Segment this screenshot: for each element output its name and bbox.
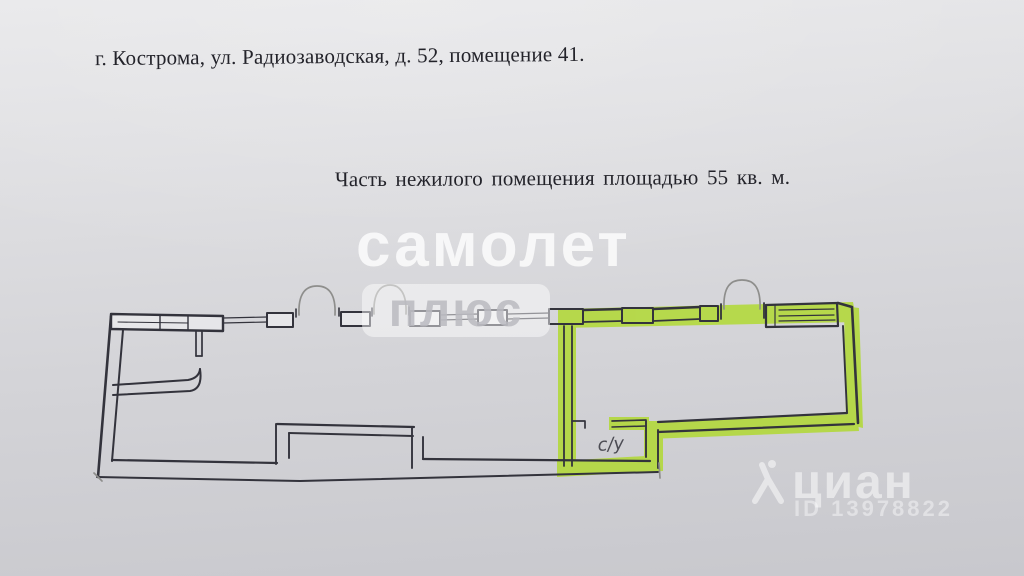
highlight-band xyxy=(844,306,863,428)
cian-watermark-label: циан xyxy=(792,456,915,509)
window-symbol xyxy=(266,312,294,328)
door-swing-symbol xyxy=(298,285,336,316)
window-symbol xyxy=(548,308,584,325)
door-swing-symbol xyxy=(723,279,761,310)
door-swing-symbols xyxy=(93,279,761,482)
window-symbol xyxy=(764,301,840,329)
bathroom-label: с/у xyxy=(597,433,625,456)
samolet-plus-badge: плюс xyxy=(362,284,550,337)
window-symbol xyxy=(477,309,508,326)
floor-plan-walls xyxy=(96,301,860,482)
window-symbol xyxy=(699,305,719,322)
samolet-watermark: самолет xyxy=(356,211,631,280)
highlight-band xyxy=(558,310,576,471)
cian-logo-icon xyxy=(752,460,784,504)
corner-tick xyxy=(93,472,103,482)
window-symbol xyxy=(621,307,654,324)
corner-tick xyxy=(658,462,661,479)
window-symbol xyxy=(340,311,371,327)
highlight-band xyxy=(609,417,649,430)
door-swing-symbol xyxy=(373,284,407,315)
cian-id-watermark: ID 13978822 xyxy=(794,496,953,521)
window-symbol xyxy=(409,310,441,327)
cian-watermark: циан xyxy=(748,455,915,510)
samolet-plus-badge-label: плюс xyxy=(388,284,524,337)
